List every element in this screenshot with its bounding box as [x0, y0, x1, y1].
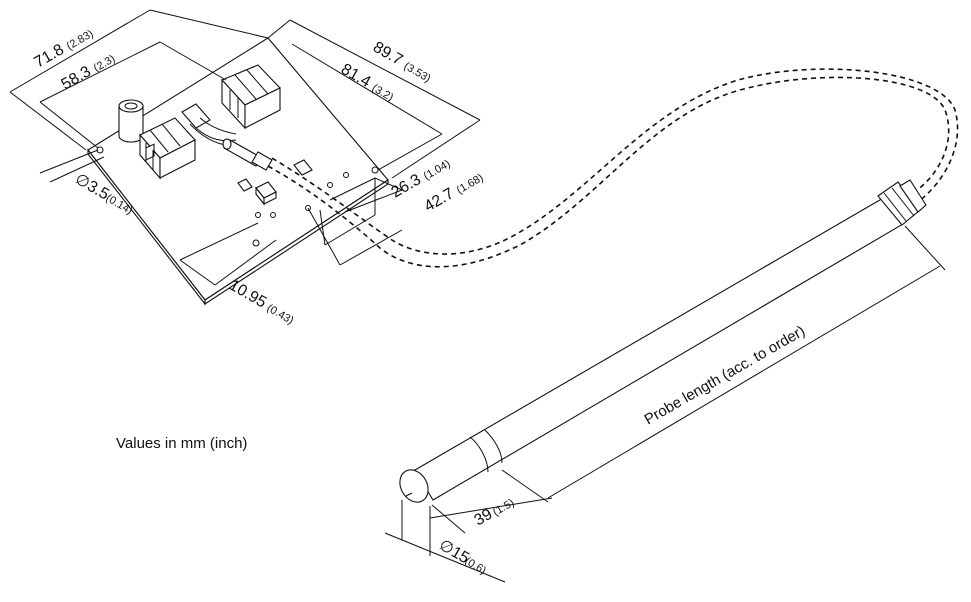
- capacitor: [118, 99, 144, 143]
- dim-sensor-tip-length: 39 (1.5): [472, 497, 517, 530]
- dim-hole-offset: 10.95 (0.43): [226, 277, 296, 327]
- svg-text:39: 39: [472, 506, 496, 530]
- terminal-block-top: [221, 64, 281, 130]
- dim-hole-spacing-y: 81.4 (3.2): [338, 61, 396, 104]
- probe: [399, 179, 927, 503]
- svg-text:58.3: 58.3: [59, 63, 95, 93]
- mounting-hole: [255, 212, 261, 218]
- svg-text:42.7: 42.7: [422, 185, 458, 215]
- svg-text:(0.43): (0.43): [265, 302, 296, 327]
- svg-text:(1.5): (1.5): [491, 497, 517, 519]
- cable-gland: [222, 138, 273, 171]
- svg-text:81.4: 81.4: [338, 61, 374, 91]
- smd-component: [237, 159, 313, 206]
- dim-hole-spacing-x: 58.3 (2.3): [59, 53, 118, 94]
- units-note: Values in mm (inch): [116, 435, 248, 452]
- svg-text:26.3: 26.3: [389, 171, 425, 201]
- probe-nut-hex: [899, 179, 927, 213]
- mounting-hole: [305, 205, 311, 211]
- svg-text:71.8: 71.8: [32, 41, 68, 71]
- svg-text:(1.04): (1.04): [422, 158, 453, 183]
- mounting-hole: [270, 212, 276, 218]
- cable-dashed-inner: [271, 68, 959, 255]
- dimension-lines-board: [9, 9, 481, 286]
- svg-text:(2.83): (2.83): [65, 28, 96, 53]
- probe-tip: [399, 469, 429, 503]
- probe-tip-mark: [405, 492, 413, 497]
- terminal-block-left: [139, 117, 196, 180]
- circuit-board: [87, 37, 389, 306]
- svg-text:(2.3): (2.3): [92, 53, 118, 75]
- svg-text:(1.68): (1.68): [455, 172, 486, 197]
- mounting-hole: [252, 239, 260, 247]
- mounting-hole: [327, 182, 333, 188]
- dimension-lines-probe: [384, 225, 946, 583]
- svg-text:10.95: 10.95: [226, 277, 269, 312]
- mounting-hole: [343, 172, 349, 178]
- dim-board-width: 71.8 (2.83): [32, 28, 96, 72]
- svg-text:(3.2): (3.2): [370, 82, 396, 104]
- cable-dashed: [267, 76, 950, 268]
